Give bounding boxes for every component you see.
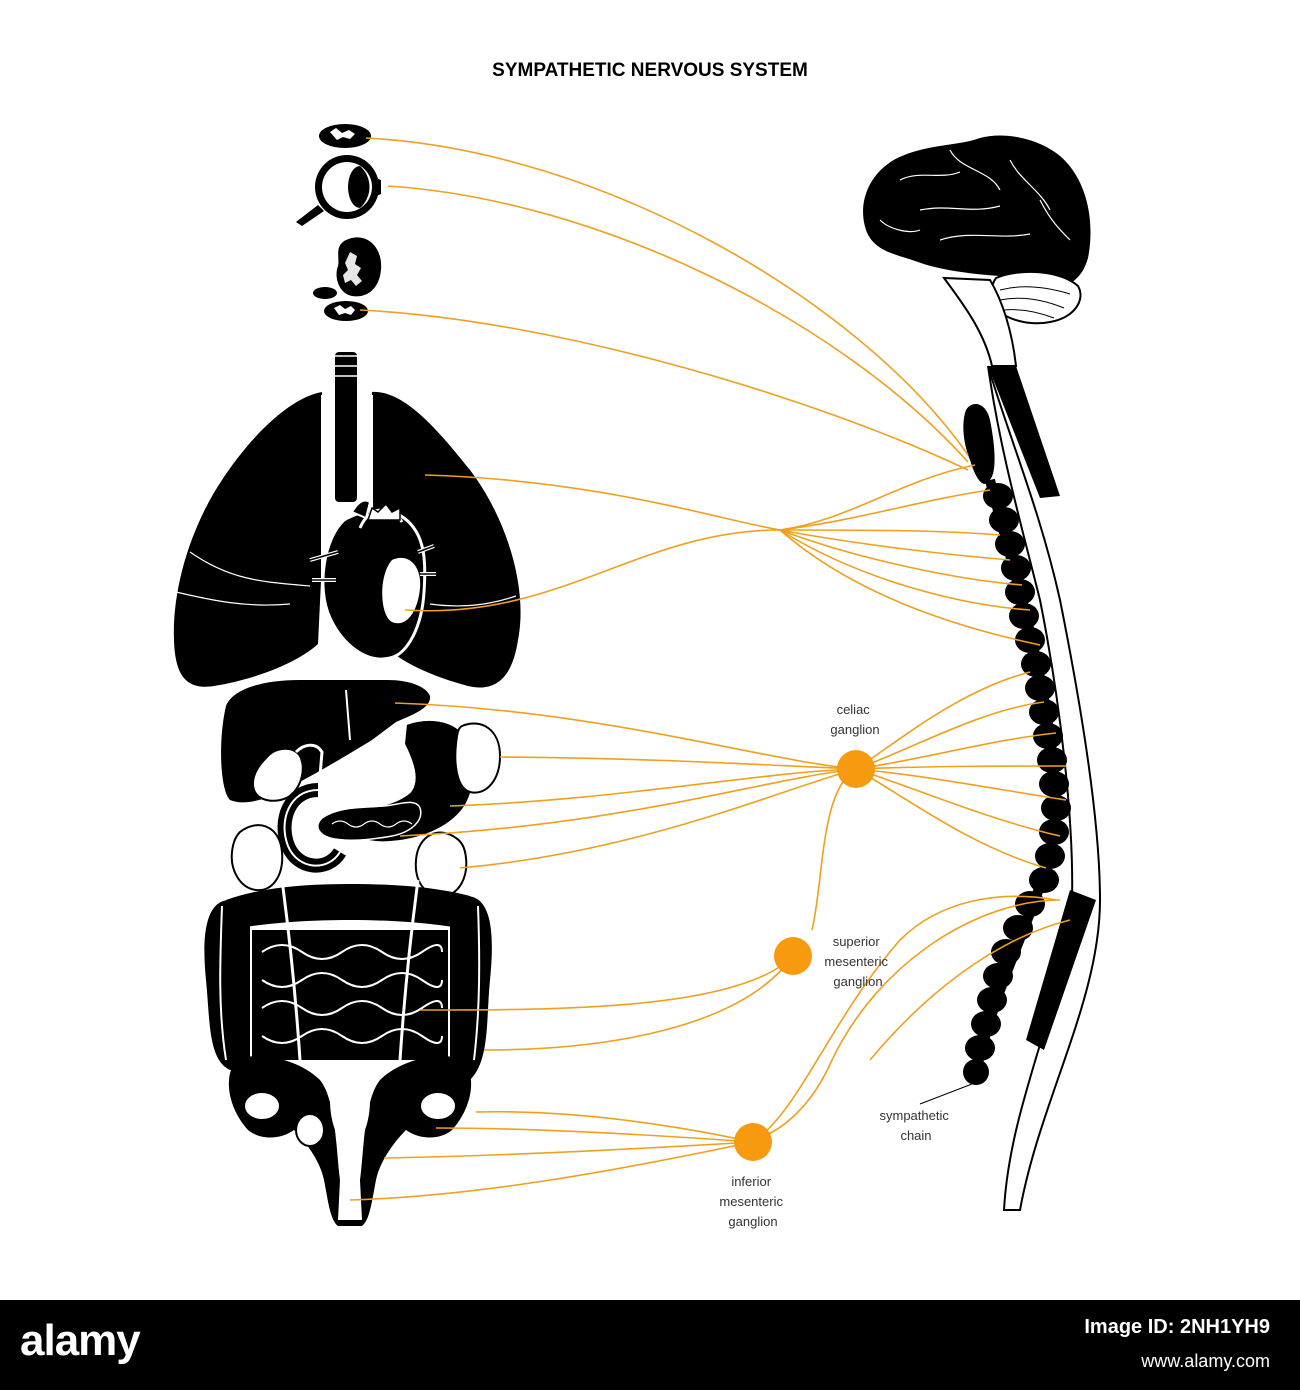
chain-ganglion (1025, 675, 1055, 701)
pancreas (317, 801, 422, 841)
nerve-fiber (483, 955, 794, 1051)
nerve-fiber (349, 1141, 754, 1201)
nerve-fiber (779, 529, 1023, 586)
chain-ganglion (995, 531, 1025, 557)
chain-ganglion (983, 963, 1013, 989)
nerve-fiber (435, 1127, 754, 1143)
celiac-ganglion-label: celiac ganglion (830, 702, 879, 737)
nerve-fiber (383, 1141, 754, 1159)
chain-ganglion (1029, 867, 1059, 893)
sympathetic-chain-label: sympathetic chain (880, 1108, 953, 1143)
nerve-fiber (404, 529, 781, 612)
organs (173, 124, 521, 1226)
nerve-fiber (855, 768, 1047, 869)
sympathetic-chain (963, 404, 1071, 1085)
chain-ganglion (1005, 579, 1035, 605)
chain-ganglion (1001, 555, 1031, 581)
ureters (280, 879, 420, 1061)
footer-url: www.alamy.com (1141, 1351, 1270, 1371)
nerve-fiber (779, 529, 1001, 536)
nerve-fiber (855, 768, 1067, 801)
uterus (228, 1056, 472, 1226)
nerve-fiber (475, 1110, 754, 1143)
nerve-fiber (759, 899, 1061, 1139)
nerve-fiber (387, 185, 969, 463)
chain-ganglion (1015, 627, 1045, 653)
celiac-ganglion (837, 750, 875, 788)
inferior-mesenteric-ganglion (734, 1123, 772, 1161)
chain-ganglion (977, 987, 1007, 1013)
nerve-fibers (349, 137, 1071, 1201)
nerve-fiber (779, 529, 1031, 611)
nerve-fiber (779, 489, 991, 531)
chain-ganglion (1037, 747, 1067, 773)
chain-ganglion (1033, 723, 1063, 749)
nerve-fiber (419, 955, 794, 1011)
spleen (454, 722, 502, 794)
inferior-mesenteric-ganglion-label: inferior mesenteric ganglion (719, 1174, 786, 1229)
alamy-logo: alamy (20, 1316, 141, 1365)
chain-ganglion (1039, 819, 1069, 845)
brain (863, 135, 1091, 288)
chain-ganglion (1021, 651, 1051, 677)
salivary-glands (313, 237, 382, 321)
trachea (335, 352, 357, 502)
small-intestine (252, 930, 448, 1060)
nerve-fiber (359, 309, 969, 471)
kidneys (230, 824, 468, 898)
nerve-fiber (855, 732, 1057, 770)
duodenum (277, 783, 346, 873)
lacrimal-gland (319, 124, 371, 148)
nerve-fiber (779, 529, 1041, 646)
chain-ganglion (971, 1011, 1001, 1037)
chain-ganglion (1003, 915, 1033, 941)
diagram-canvas: SYMPATHETIC NERVOUS SYSTEM (173, 60, 1102, 1229)
nerve-fiber (855, 671, 1031, 770)
nerve-fiber (779, 464, 976, 531)
sympathetic-nervous-system-diagram: SYMPATHETIC NERVOUS SYSTEM (173, 60, 1102, 1229)
chain-ganglion (983, 483, 1013, 509)
spinal-cord (987, 365, 1102, 1211)
eye (296, 155, 381, 226)
nerve-fiber (394, 702, 857, 770)
footer-bar: alamy Image ID: 2NH1YH9 www.alamy.com (0, 1300, 1300, 1390)
heart (309, 499, 436, 661)
chain-ganglion (1041, 795, 1071, 821)
nerve-fiber (779, 529, 1011, 561)
footer-info: Image ID: 2NH1YH9 www.alamy.com (1084, 1316, 1270, 1372)
nerve-fiber (811, 768, 857, 931)
nerve-fiber (449, 768, 857, 807)
chain-ganglion (991, 939, 1021, 965)
superior-mesenteric-ganglion (774, 937, 812, 975)
chain-ganglion (965, 1035, 995, 1061)
superior-mesenteric-ganglion-label: superior mesenteric ganglion (824, 934, 891, 989)
large-intestine (204, 884, 492, 1080)
nerve-fiber (499, 756, 857, 770)
nerve-fiber (869, 919, 1071, 1061)
nerve-fiber (855, 701, 1045, 770)
diagram-title: SYMPATHETIC NERVOUS SYSTEM (492, 60, 808, 81)
chain-ganglion (1029, 699, 1059, 725)
nerve-fiber (365, 137, 969, 456)
image-id: Image ID: 2NH1YH9 (1084, 1316, 1270, 1338)
nerve-fiber (459, 768, 857, 869)
nerve-fiber (424, 474, 781, 531)
chain-ganglion (1039, 771, 1069, 797)
chain-ganglion (963, 1059, 989, 1085)
chain-label-pointer (919, 1083, 973, 1105)
chain-ganglion (1035, 843, 1065, 869)
chain-ganglion (989, 507, 1019, 533)
chain-ganglion (1009, 603, 1039, 629)
nerve-fiber (399, 768, 857, 837)
nerve-fiber (855, 768, 1061, 837)
nerve-fiber (752, 895, 1057, 1143)
nerve-fiber (855, 765, 1067, 770)
